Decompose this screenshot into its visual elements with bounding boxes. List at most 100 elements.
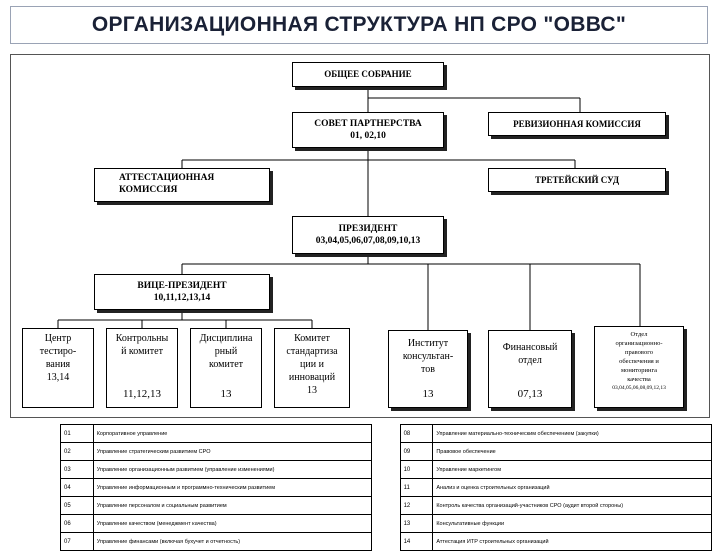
attestation-label-line2: КОМИССИЯ: [119, 185, 178, 195]
unit-line: Контрольны: [115, 333, 169, 344]
unit-line: й комитет: [121, 346, 163, 357]
legend-description: Управление стратегическим развитием СРО: [92, 442, 373, 461]
legend-code: 10: [399, 460, 434, 479]
legend-code: 06: [60, 514, 94, 533]
legend-code: 14: [399, 532, 434, 551]
legend-code: 07: [60, 532, 94, 551]
legend-description: Правовое обеспечение: [432, 442, 712, 461]
unit-line: ции и: [300, 359, 324, 370]
unit-codes: 13: [422, 388, 434, 400]
legend-code: 09: [399, 442, 434, 461]
unit-finance-department: Финансовый отдел 07,13: [488, 330, 572, 408]
unit-line: качества: [627, 376, 651, 383]
legend-gap: [371, 514, 401, 533]
unit-line: комитет: [208, 359, 244, 370]
legend-gap: [371, 532, 401, 551]
legend-description: Корпоративное управление: [92, 424, 373, 443]
general-meeting-label: ОБЩЕЕ СОБРАНИЕ: [324, 69, 412, 79]
legend-description: Контроль качества организаций-участников…: [432, 496, 712, 515]
unit-line: Отдел: [630, 331, 648, 338]
legend-code: 02: [60, 442, 94, 461]
unit-line: консультан-: [402, 351, 454, 362]
unit-codes: 11,12,13: [122, 388, 162, 400]
legend-gap: [371, 496, 401, 515]
audit-commission-label: РЕВИЗИОННАЯ КОМИССИЯ: [513, 119, 641, 129]
unit-line: Институт: [407, 338, 449, 349]
unit-line: Финансовый: [502, 342, 558, 353]
legend-code: 12: [399, 496, 434, 515]
legend-gap: [371, 460, 401, 479]
unit-line: обеспечения и: [619, 358, 659, 365]
unit-standardization-committee: Комитет стандартиза ции и инноваций 13: [274, 328, 350, 408]
unit-line: тестиро-: [39, 346, 77, 357]
legend-description: Анализ и оценка строительных организаций: [432, 478, 712, 497]
unit-disciplinary-committee: Дисциплина рный комитет 13: [190, 328, 262, 408]
unit-line: Центр: [44, 333, 72, 344]
vice-president-box: ВИЦЕ-ПРЕЗИДЕНТ 10,11,12,13,14: [94, 274, 270, 310]
unit-codes: 13: [307, 385, 317, 396]
president-box: ПРЕЗИДЕНТ 03,04,05,06,07,08,09,10,13: [292, 216, 444, 254]
vice-president-codes: 10,11,12,13,14: [153, 293, 211, 303]
unit-line: Дисциплина: [199, 333, 253, 344]
unit-codes: 13,14: [46, 372, 70, 383]
legend-code: 04: [60, 478, 94, 497]
unit-line: организационно-: [615, 340, 663, 347]
unit-codes: 13: [220, 388, 232, 400]
president-codes: 03,04,05,06,07,08,09,10,13: [315, 236, 421, 246]
audit-commission-box: РЕВИЗИОННАЯ КОМИССИЯ: [488, 112, 666, 136]
unit-codes: 03,04,05,06,08,09,12,13: [612, 385, 666, 391]
board-label: СОВЕТ ПАРТНЕРСТВА: [314, 119, 422, 129]
legend-code: 01: [60, 424, 94, 443]
legend-code: 11: [399, 478, 434, 497]
legend-description: Управление качеством (менеджмент качеств…: [92, 514, 373, 533]
board-box: СОВЕТ ПАРТНЕРСТВА 01, 02,10: [292, 112, 444, 148]
board-codes: 01, 02,10: [350, 131, 386, 141]
attestation-commission-box: АТТЕСТАЦИОННАЯ КОМИССИЯ: [94, 168, 270, 202]
unit-line: рный: [214, 346, 238, 357]
unit-line: мониторинга: [620, 367, 658, 374]
unit-consultants-institute: Институт консультан- тов 13: [388, 330, 468, 408]
legend-code: 05: [60, 496, 94, 515]
legend-description: Управление маркетингом: [432, 460, 712, 479]
unit-line: тов: [421, 364, 435, 375]
unit-line: правового: [625, 349, 653, 356]
legend-code: 03: [60, 460, 94, 479]
legend-code: 08: [399, 424, 434, 443]
unit-control-committee: Контрольны й комитет 11,12,13: [106, 328, 178, 408]
arbitration-court-box: ТРЕТЕЙСКИЙ СУД: [488, 168, 666, 192]
org-chart-frame: [10, 54, 710, 418]
legend-description: Управление персоналом и социальным разви…: [92, 496, 373, 515]
legend-description: Консультативные функции: [432, 514, 712, 533]
legend-gap: [371, 478, 401, 497]
legend-description: Аттестация ИТР строительных организаций: [432, 532, 712, 551]
legend-description: Управление финансами (включая бухучет и …: [92, 532, 373, 551]
vice-president-label: ВИЦЕ-ПРЕЗИДЕНТ: [137, 281, 227, 291]
legend-description: Управление материально-техническим обесп…: [432, 424, 712, 443]
legend-code: 13: [399, 514, 434, 533]
legend-description: Управление организационным развитием (уп…: [92, 460, 373, 479]
unit-testing-center: Центр тестиро- вания 13,14: [22, 328, 94, 408]
general-meeting-box: ОБЩЕЕ СОБРАНИЕ: [292, 62, 444, 87]
unit-line: инноваций: [288, 372, 336, 383]
page-title: ОРГАНИЗАЦИОННАЯ СТРУКТУРА НП СРО "ОВВС": [91, 13, 627, 36]
unit-line: стандартиза: [286, 346, 338, 357]
unit-codes: 07,13: [517, 388, 543, 400]
legend-description: Управление информационным и программно-т…: [92, 478, 373, 497]
unit-line: отдел: [518, 355, 542, 366]
president-label: ПРЕЗИДЕНТ: [338, 224, 398, 234]
title-banner: ОРГАНИЗАЦИОННАЯ СТРУКТУРА НП СРО "ОВВС": [10, 6, 708, 44]
unit-legal-monitoring-department: Отдел организационно- правового обеспече…: [594, 326, 684, 408]
legend-gap: [371, 424, 401, 443]
unit-line: Комитет: [294, 333, 330, 344]
legend-gap: [371, 442, 401, 461]
unit-line: вания: [45, 359, 71, 370]
attestation-label-line1: АТТЕСТАЦИОННАЯ: [119, 173, 215, 183]
